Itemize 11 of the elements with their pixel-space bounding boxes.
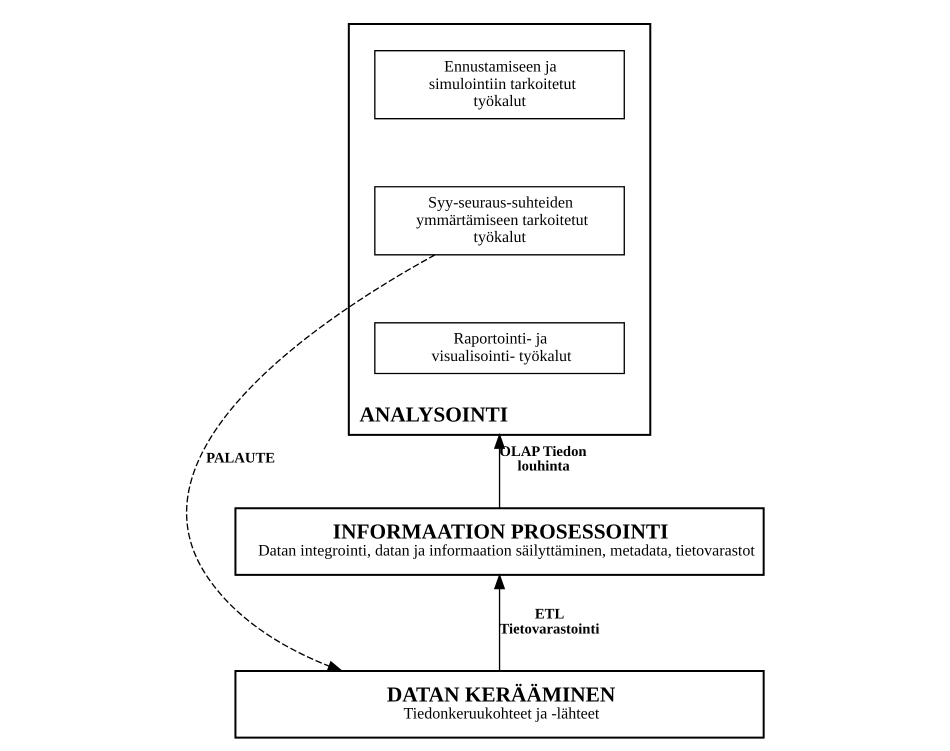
node-box: INFORMAATION PROSESSOINTI Datan integrointi, datan ja informaation säilyttäminen, metadata, tietovarastot	[234, 507, 765, 576]
node-box: Raportointi- ja visualisointi- työkalut	[374, 322, 625, 374]
arrow	[494, 573, 506, 671]
arrow	[494, 432, 506, 508]
arrow	[186, 254, 436, 672]
node-box: Syy-seuraus-suhteiden ymmärtämiseen tarkoitetut työkalut	[374, 186, 625, 256]
edge-label: ETL Tietovarastointi	[500, 606, 600, 638]
node-box: DATAN KERÄÄMINEN Tiedonkeruukohteet ja -lähteet	[234, 670, 765, 739]
node-box: Ennustamiseen ja simulointiin tarkoitetut työkalut	[374, 50, 625, 120]
edge-label: OLAP Tiedon louhinta	[500, 444, 587, 475]
edge-label: PALAUTE	[206, 450, 276, 467]
